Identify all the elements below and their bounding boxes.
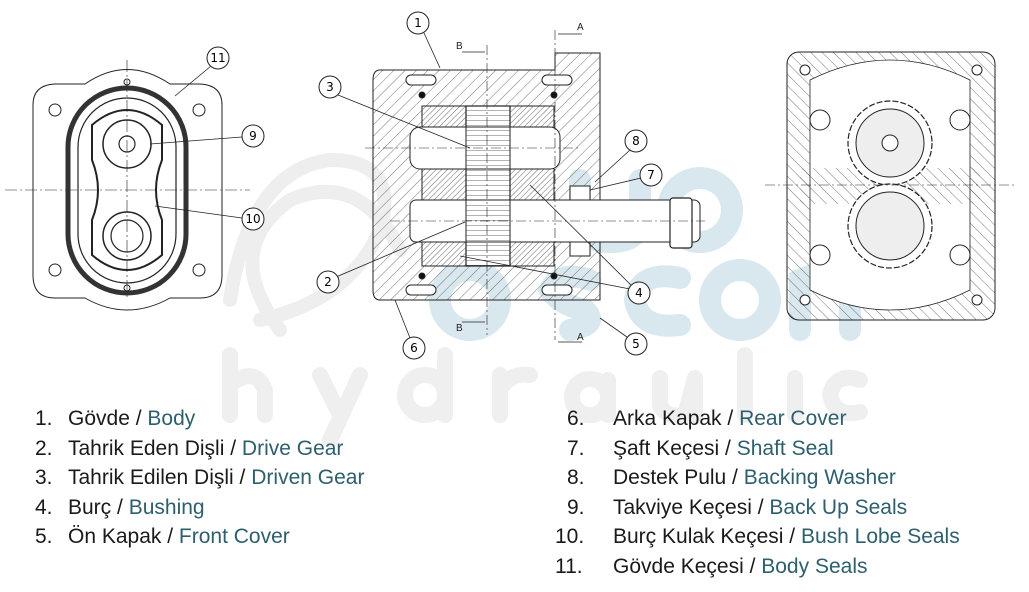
legend-number: 1.: [35, 407, 53, 430]
callout-leaders: [149, 32, 642, 339]
legend-tr: Şaft Keçesi /: [613, 437, 731, 460]
callout-11: 11: [206, 46, 230, 70]
callout-9: 9: [241, 124, 265, 148]
legend-tr: Tahrik Eden Dişli /: [68, 437, 237, 460]
callout-3: 3: [318, 75, 342, 99]
legend-text: Arka Kapak / Rear Cover: [613, 405, 846, 433]
pump-diagram: B B A A 1 2 3 4 5: [5, 11, 1015, 360]
section-label-a-top: A: [577, 22, 584, 33]
callout-label: 8: [632, 134, 640, 148]
callout-8: 8: [624, 129, 648, 153]
legend-en: Back Up Seals: [769, 496, 908, 519]
legend-en: Driven Gear: [251, 466, 365, 489]
callout-2: 2: [316, 270, 340, 294]
callout-label: 10: [245, 212, 260, 226]
section-label-b-bottom: B: [456, 323, 463, 334]
legend-number: 7.: [567, 437, 585, 460]
legend-tr: Burç Kulak Keçesi /: [613, 525, 796, 548]
section-view: B B A A: [365, 22, 705, 343]
legend-text: Gövde / Body: [68, 405, 195, 433]
legend-tr: Burç /: [68, 496, 123, 519]
legend-number: 10.: [555, 525, 585, 548]
legend-tr: Arka Kapak /: [613, 407, 734, 430]
legend-number: 2.: [35, 437, 53, 460]
front-view: [5, 60, 250, 311]
legend-text: Destek Pulu / Backing Washer: [613, 464, 896, 492]
legend-text: Ön Kapak / Front Cover: [68, 523, 290, 551]
callout-label: 1: [414, 16, 422, 30]
callout-5: 5: [624, 332, 648, 356]
legend-number: 4.: [35, 496, 53, 519]
callout-label: 4: [635, 286, 643, 300]
legend-text: Takviye Keçesi / Back Up Seals: [613, 494, 907, 522]
legend-text: Tahrik Edilen Dişli / Driven Gear: [68, 464, 364, 492]
legend-text: Burç Kulak Keçesi / Bush Lobe Seals: [613, 523, 960, 551]
callout-label: 7: [647, 168, 655, 182]
legend-en: Body Seals: [761, 555, 868, 578]
legend-en: Bushing: [128, 496, 205, 519]
legend-en: Rear Cover: [739, 407, 847, 430]
legend-en: Drive Gear: [241, 437, 344, 460]
legend-en: Body: [147, 407, 196, 430]
section-label-b-top: B: [456, 41, 463, 52]
rear-view: [765, 51, 1015, 321]
legend-number: 9.: [567, 496, 585, 519]
callout-label: 11: [210, 51, 225, 65]
legend-en: Backing Washer: [743, 466, 896, 489]
legend-text: Gövde Keçesi / Body Seals: [613, 553, 867, 581]
legend-tr: Gövde Keçesi /: [613, 555, 756, 578]
legend-number: 11.: [555, 555, 583, 578]
legend-tr: Gövde /: [68, 407, 142, 430]
section-label-a-bottom: A: [577, 332, 584, 343]
legend-text: Burç / Bushing: [68, 494, 205, 522]
legend-en: Bush Lobe Seals: [800, 525, 960, 548]
callout-4: 4: [627, 281, 651, 305]
legend-en: Shaft Seal: [736, 437, 834, 460]
legend-number: 6.: [567, 407, 585, 430]
callout-label: 6: [410, 341, 418, 355]
callout-label: 2: [324, 275, 332, 289]
legend-tr: Ön Kapak /: [68, 525, 174, 548]
legend-tr: Takviye Keçesi /: [613, 496, 764, 519]
legend-tr: Tahrik Edilen Dişli /: [68, 466, 246, 489]
callout-1: 1: [406, 11, 430, 35]
callout-label: 3: [326, 80, 334, 94]
legend-tr: Destek Pulu /: [613, 466, 738, 489]
callout-6: 6: [402, 336, 426, 360]
callout-10: 10: [241, 207, 265, 231]
callout-label: 5: [632, 337, 640, 351]
legend-number: 3.: [35, 466, 53, 489]
legend-text: Şaft Keçesi / Shaft Seal: [613, 435, 834, 463]
callout-label: 9: [249, 129, 257, 143]
callout-group: 1 2 3 4 5 6 7 8 9 10 11: [206, 11, 663, 360]
legend-en: Front Cover: [178, 525, 290, 548]
legend-text: Tahrik Eden Dişli / Drive Gear: [68, 435, 343, 463]
legend-number: 8.: [567, 466, 585, 489]
callout-7: 7: [639, 163, 663, 187]
legend-number: 5.: [35, 525, 53, 548]
